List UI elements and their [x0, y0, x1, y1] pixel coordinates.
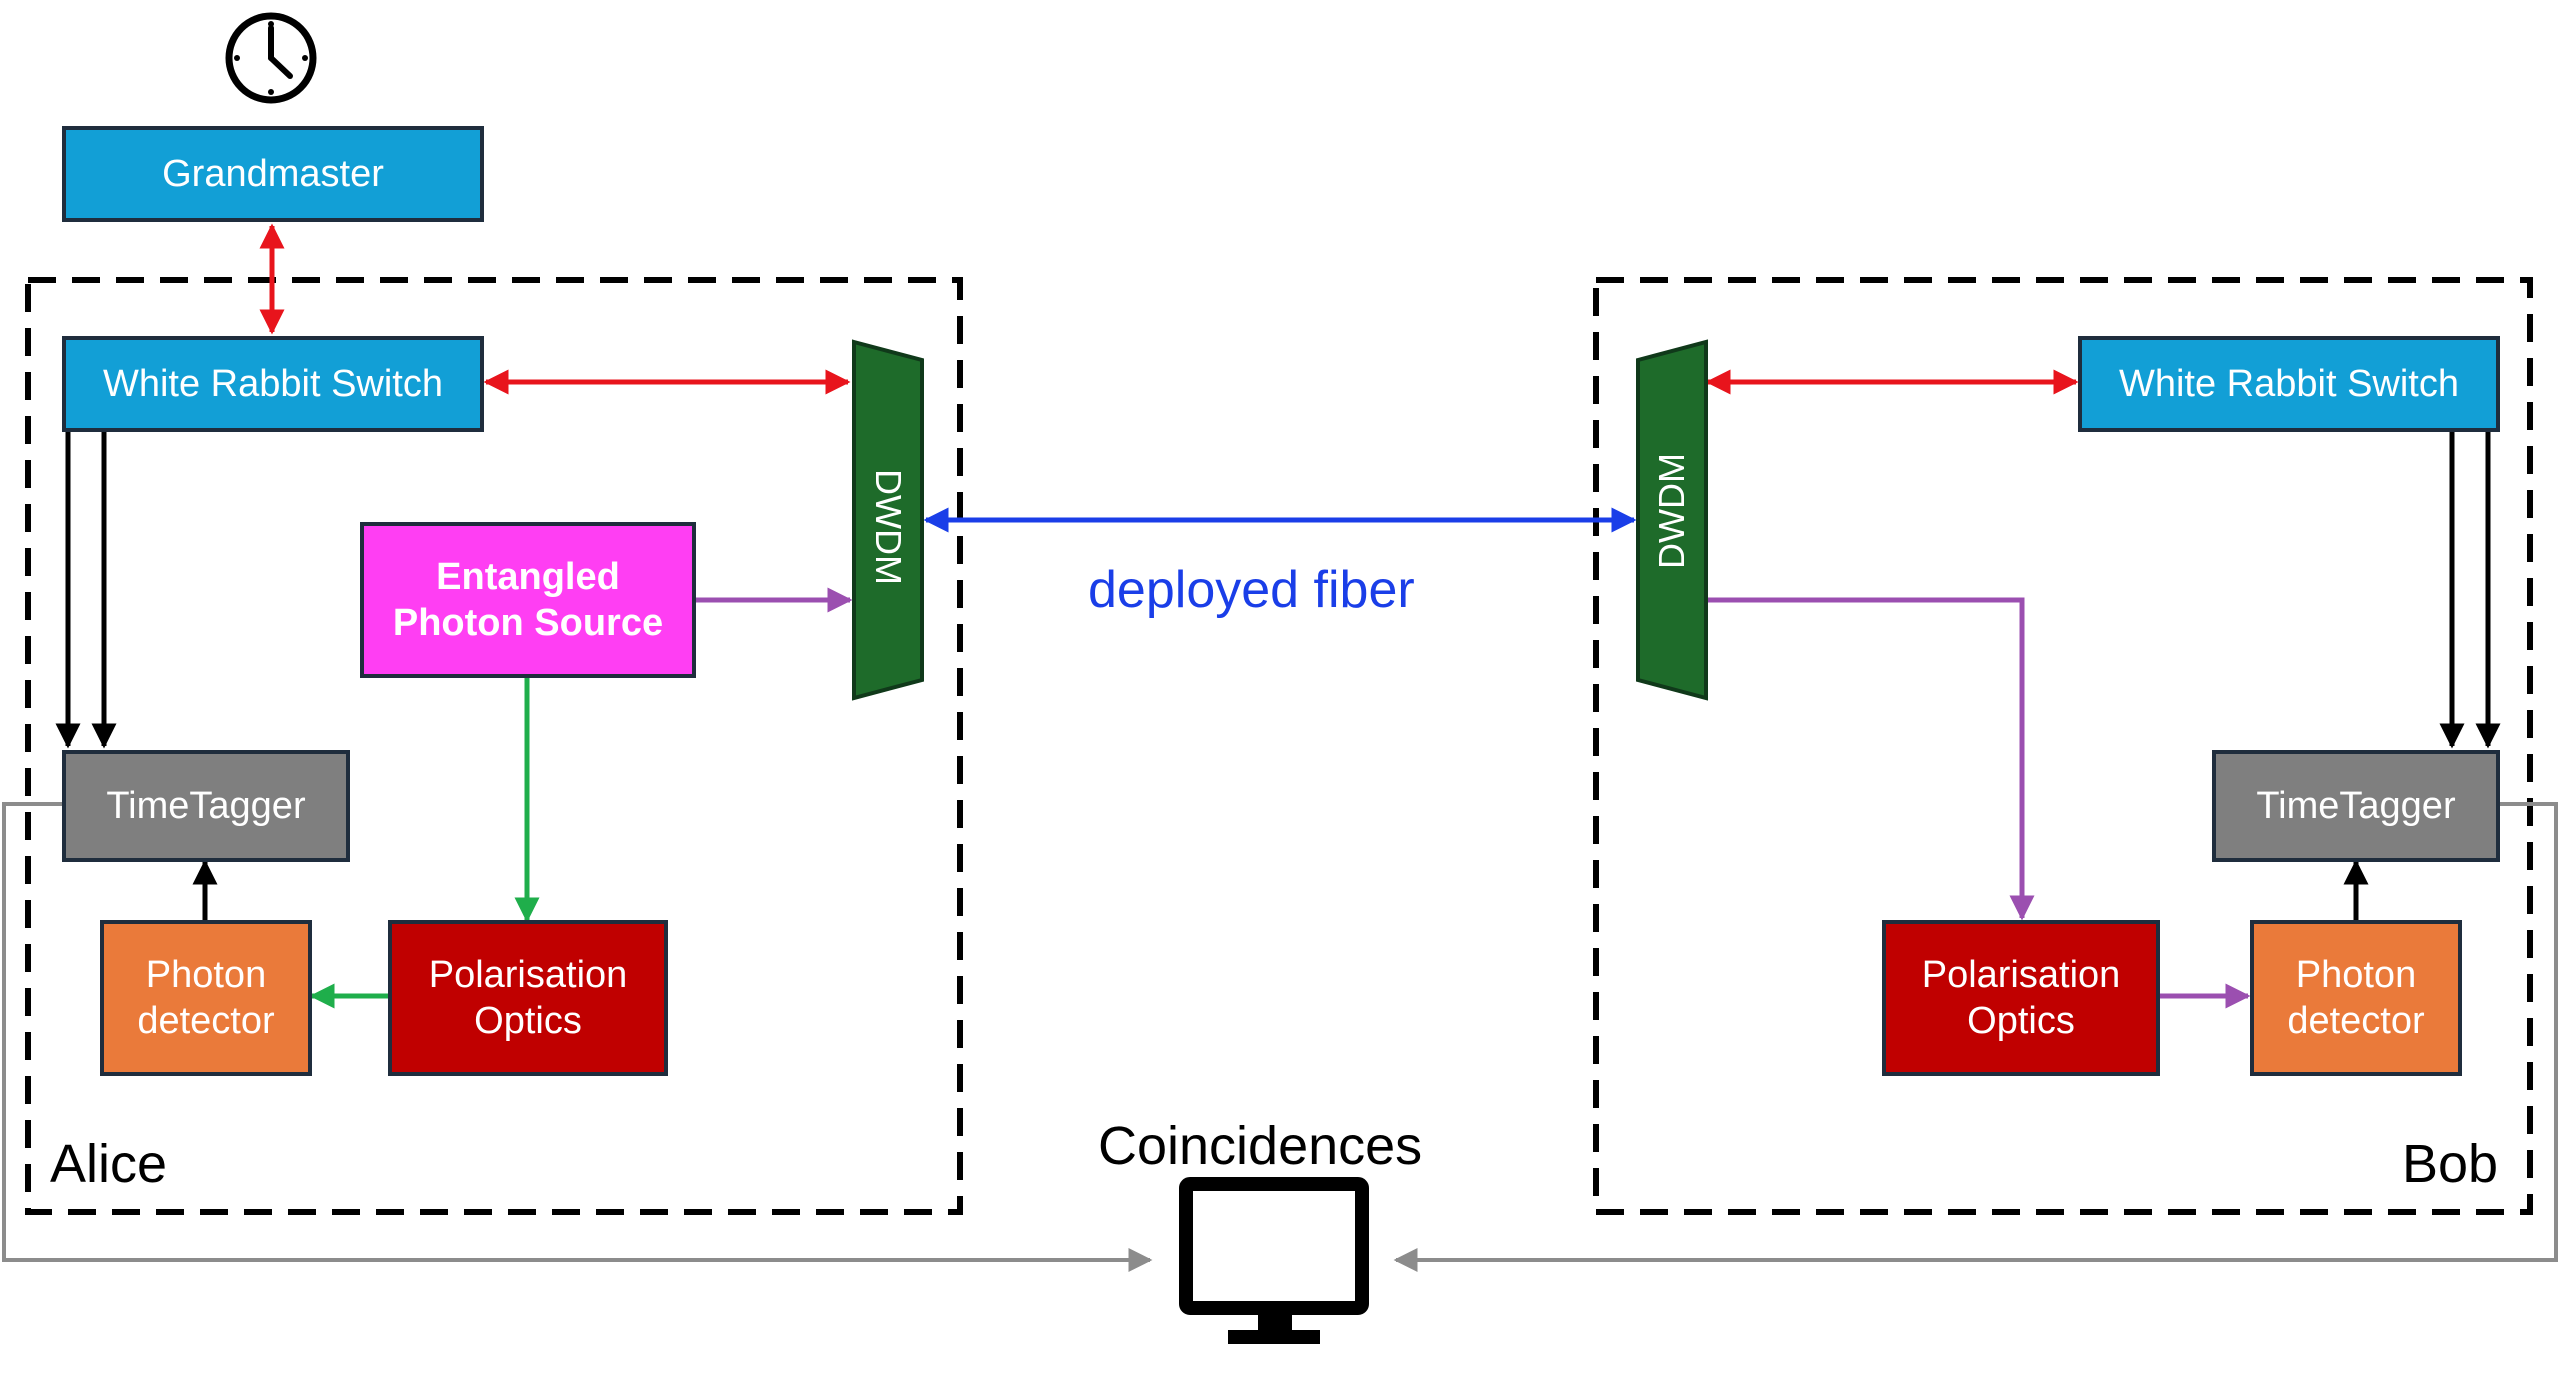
alice-optics-line1: Polarisation — [428, 954, 628, 996]
alice-photon-detector: Photon detector — [100, 920, 312, 1076]
alice-dwdm-mux — [852, 339, 924, 701]
bob-timetagger-label: TimeTagger — [2256, 785, 2456, 827]
clock-icon — [225, 12, 317, 104]
alice-detector-line1: Photon — [145, 954, 267, 996]
alice-tagger-to-coincidences-link — [2, 802, 1153, 1272]
grandmaster-label: Grandmaster — [162, 153, 384, 195]
bob-detector-line2: detector — [2287, 1000, 2425, 1042]
bob-optics-line2: Optics — [1967, 1000, 2075, 1042]
deployed-fiber-label: deployed fiber — [1088, 561, 1415, 619]
alice-site-label: Alice — [50, 1134, 168, 1194]
bob-dwdm-label: DWDM — [1651, 453, 1692, 569]
alice-site-boundary — [25, 277, 963, 1215]
bob-photon-detector: Photon detector — [2250, 920, 2462, 1076]
bob-polarisation-optics: Polarisation Optics — [1882, 920, 2160, 1076]
bob-site-label: Bob — [2402, 1134, 2499, 1194]
bob-detector-line1: Photon — [2295, 954, 2417, 996]
bob-optics-line1: Polarisation — [1921, 954, 2121, 996]
alice-optics-line2: Optics — [474, 1000, 582, 1042]
eps-label-line1: Entangled — [436, 556, 620, 598]
bob-dwdm-mux — [1636, 339, 1708, 701]
alice-dwdm-label: DWDM — [868, 469, 909, 585]
eps-label-line2: Photon Source — [392, 602, 664, 644]
alice-wr-switch: White Rabbit Switch — [62, 336, 484, 432]
bob-site-boundary — [1593, 277, 2533, 1215]
entangled-photon-source: Entangled Photon Source — [360, 522, 696, 678]
alice-wr-switch-label: White Rabbit Switch — [102, 363, 443, 405]
alice-timetagger: TimeTagger — [62, 750, 350, 862]
bob-timetagger: TimeTagger — [2212, 750, 2500, 862]
monitor-icon — [1179, 1177, 1369, 1344]
alice-timetagger-label: TimeTagger — [106, 785, 306, 827]
bob-wr-switch-label: White Rabbit Switch — [2118, 363, 2459, 405]
coincidences-label: Coincidences — [1098, 1116, 1423, 1176]
bob-wr-switch: White Rabbit Switch — [2078, 336, 2500, 432]
bob-dwdm-to-optics-path — [1708, 597, 2035, 921]
alice-detector-line2: detector — [137, 1000, 275, 1042]
bob-tagger-to-coincidences-link — [1393, 802, 2558, 1272]
grandmaster-box: Grandmaster — [62, 126, 484, 222]
alice-polarisation-optics: Polarisation Optics — [388, 920, 668, 1076]
